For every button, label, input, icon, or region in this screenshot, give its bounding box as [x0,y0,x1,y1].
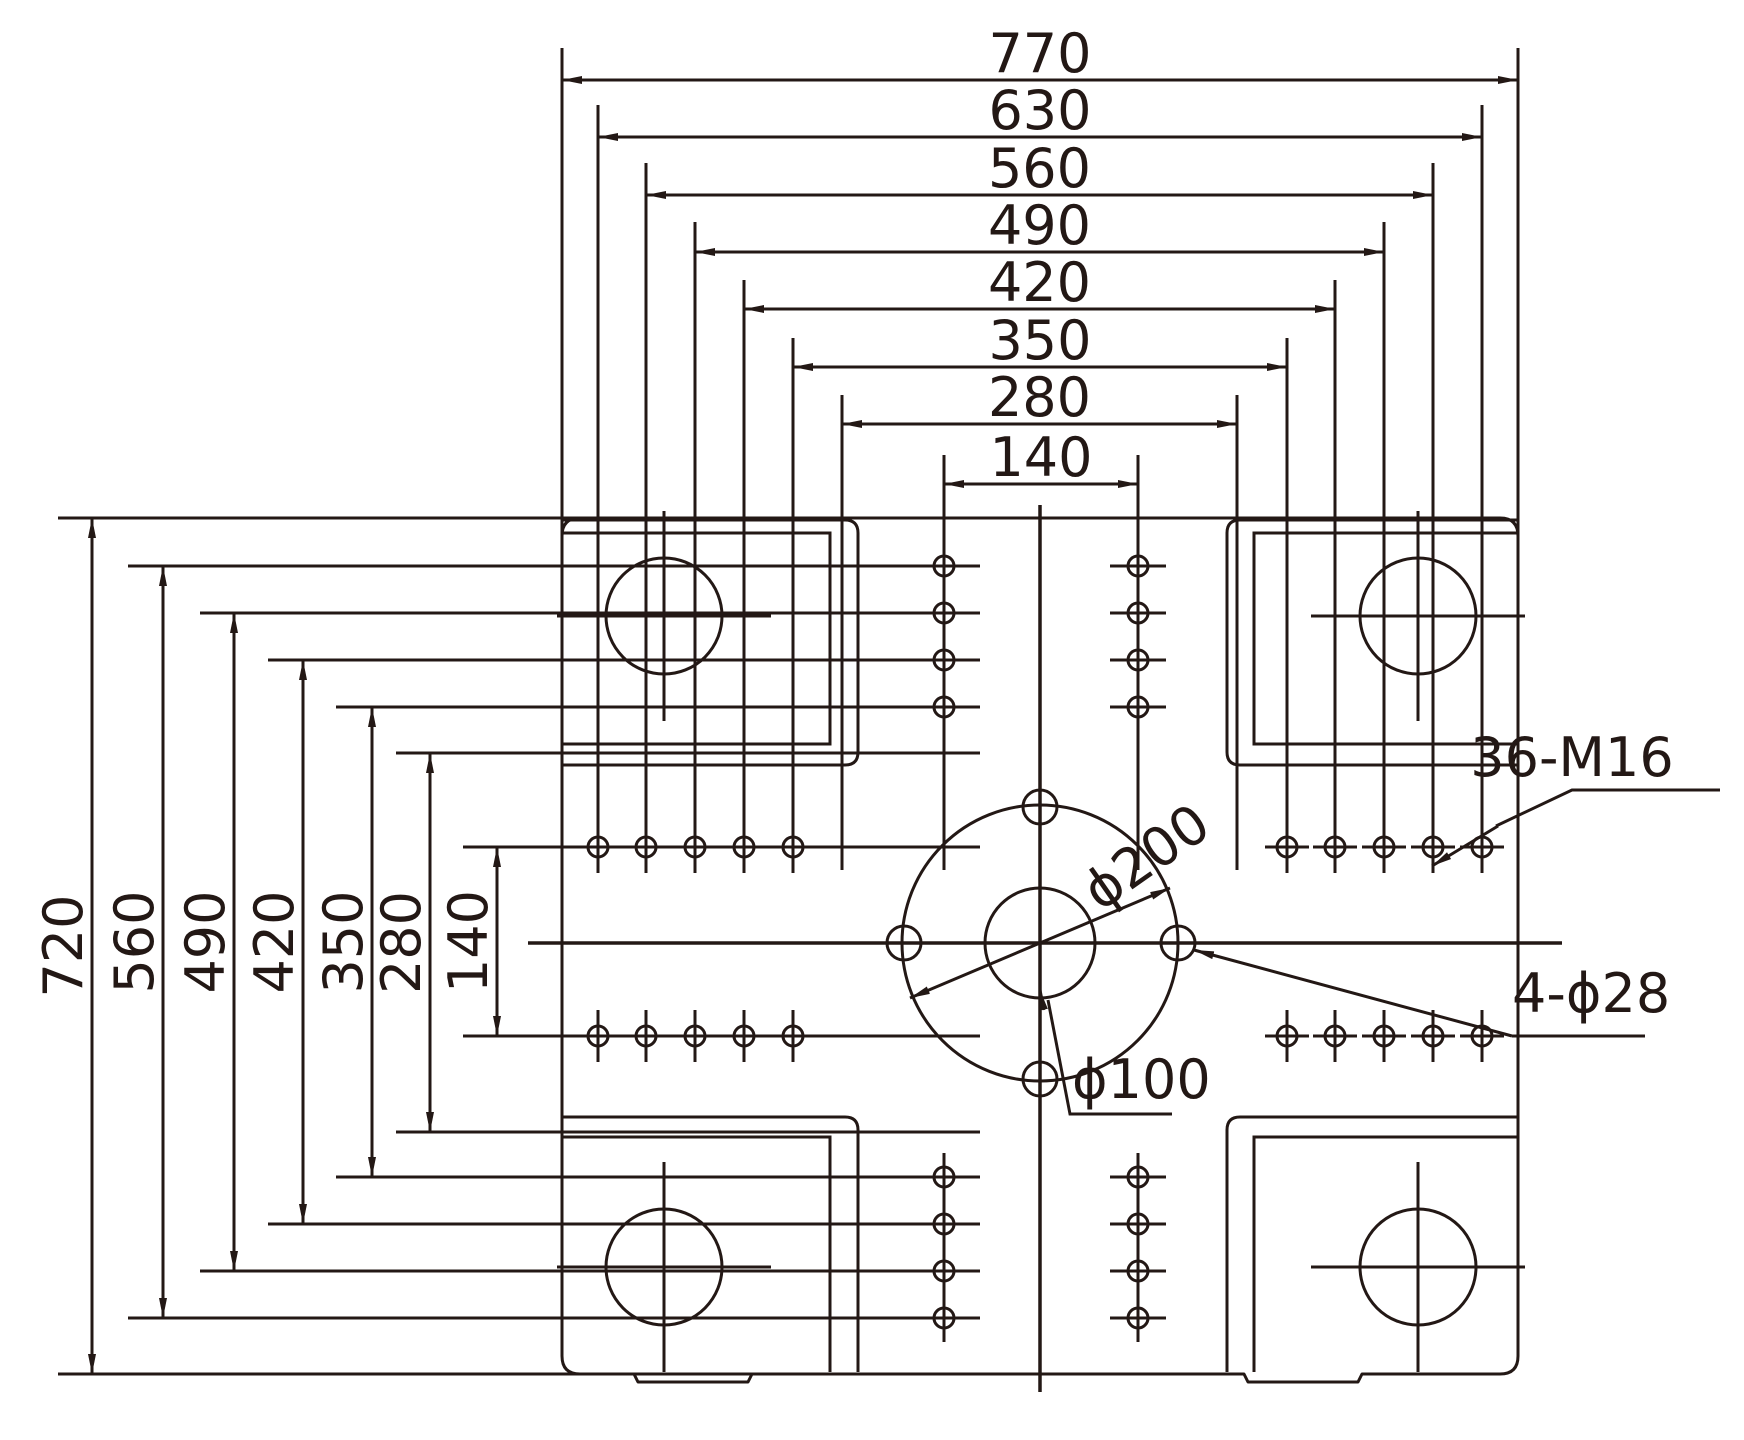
bolt-hole-4 [1159,924,1197,962]
t-slot-outline-8 [1252,1135,1518,1372]
tapped-holes-leader [1495,788,1720,828]
bolt-hole-3 [885,924,923,962]
dim-h-label-490: 490 [988,194,1091,257]
dim-v-label-350: 350 [312,890,375,993]
bolt-holes-leader [1193,948,1513,1038]
tie-bar-holes [557,511,1525,1372]
dim-v-label-420: 420 [243,890,306,993]
t-slot-outline-5 [562,1115,860,1372]
m16-hole [1110,1294,1166,1342]
m16-hole [1313,1010,1357,1062]
dim-h-label-560: 560 [988,137,1091,200]
t-slot-outline-1 [562,518,860,767]
m16-hole [1110,1153,1166,1201]
bolt-hole-2 [1021,1060,1059,1098]
dim-h-770: 770 [560,22,1520,870]
dim-h-label-140: 140 [989,426,1092,489]
dim-v-label-140: 140 [437,890,500,993]
tapped-holes-callout: 36-M16 [1470,726,1674,789]
bolt-holes-callout: 4-ϕ28 [1512,962,1670,1025]
dim-h-label-420: 420 [988,251,1091,314]
dim-h-280: 280 [840,366,1239,870]
dim-v-label-560: 560 [103,890,166,993]
dim-v-280: 280 [370,751,980,1134]
center-bore-leader-tip [1038,989,1048,1011]
dim-v-720: 720 [32,516,980,1376]
dim-h-label-280: 280 [988,366,1091,429]
dim-v-560: 560 [103,564,980,1320]
dim-h-630: 630 [596,79,1484,870]
m16-hole [1362,1010,1406,1062]
bolt-circle-dim-right [1039,886,1171,945]
m16-hole [1460,1010,1504,1062]
dim-v-140: 140 [437,845,980,1038]
center-bore-leader [1046,999,1172,1116]
dim-h-label-350: 350 [988,309,1091,372]
dim-h-label-630: 630 [988,79,1091,142]
dim-v-490: 490 [174,611,980,1273]
bolt-hole-1 [1021,788,1059,826]
m16-hole [1110,1247,1166,1295]
center-bore-group [885,788,1197,1098]
dim-v-420: 420 [243,658,980,1226]
dim-h-140: 140 [942,426,1140,870]
dim-h-490: 490 [693,194,1386,870]
dim-v-350: 350 [312,705,980,1179]
t-slot-outline-4 [1252,531,1518,746]
tapped-holes-leader-arrow [1431,824,1499,868]
t-slot-outline-6 [562,1135,832,1372]
dim-h-350: 350 [791,309,1289,870]
m16-hole [1110,1200,1166,1248]
callout-leaders [909,788,1720,1116]
m16-hole [1265,1010,1309,1062]
bolt-circle-dim-left [909,941,1041,1000]
m16-hole [1411,1010,1455,1062]
bolt-circle-callout: ϕ200 [1071,791,1221,922]
t-slot-outline-7 [1225,1115,1518,1372]
dim-v-label-720: 720 [32,894,95,997]
dim-v-label-280: 280 [370,891,433,994]
dim-v-label-490: 490 [174,890,237,993]
t-slot-outline-3 [1225,518,1518,767]
center-lines [528,505,1562,1392]
dim-h-label-770: 770 [988,22,1091,85]
center-bore-callout: ϕ100 [1072,1048,1211,1111]
bolt-circle [900,803,1180,1083]
dim-h-420: 420 [742,251,1337,870]
